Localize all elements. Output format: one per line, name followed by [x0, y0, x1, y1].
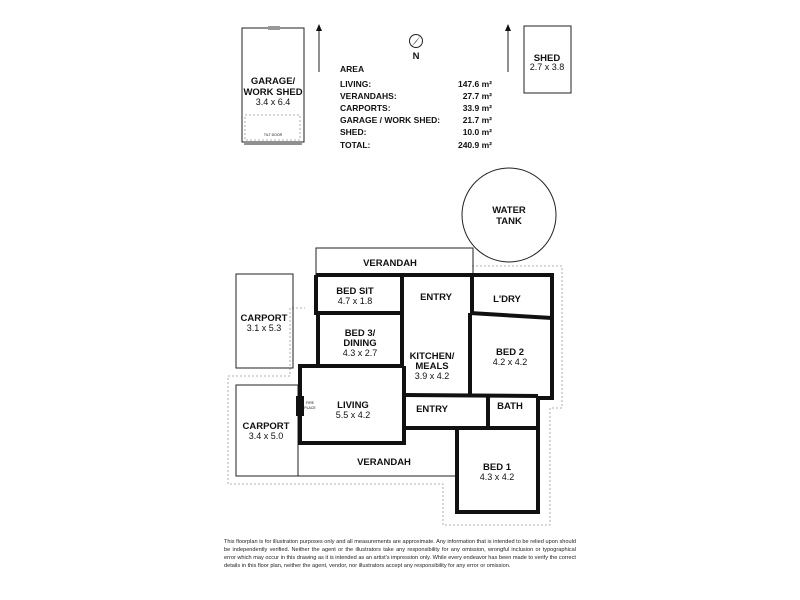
area-total-label: TOTAL:: [340, 140, 371, 150]
bed1-size: 4.3 x 4.2: [480, 472, 515, 482]
living-size: 5.5 x 4.2: [336, 410, 371, 420]
entry-lower-label: ENTRY: [416, 404, 449, 415]
water-tank-label-2: TANK: [496, 216, 522, 227]
area-title: AREA: [340, 64, 364, 74]
garage: GARAGE/ WORK SHED 3.4 x 6.4 TILT DOOR: [241, 26, 305, 145]
area-row-label: LIVING:: [340, 79, 371, 89]
area-row-value: 33.9 m²: [463, 103, 492, 113]
tilt-door-label: TILT DOOR: [264, 133, 283, 137]
bed-sit-size: 4.7 x 1.8: [338, 296, 373, 306]
carport-2-label: CARPORT: [243, 421, 290, 432]
carport-1-label: CARPORT: [241, 313, 288, 324]
area-row-value: 10.0 m²: [463, 127, 492, 137]
shed-label: SHED: [534, 53, 561, 64]
house-walls: [296, 273, 554, 514]
bed2-label: BED 2: [496, 347, 524, 358]
laundry-label: L'DRY: [493, 294, 521, 305]
disclaimer: This floorplan is for illustration purpo…: [224, 539, 576, 569]
area-row-label: VERANDAHS:: [340, 91, 397, 101]
area-row-value: 147.6 m²: [458, 79, 492, 89]
entry-top-label: ENTRY: [420, 292, 453, 303]
area-row-label: CARPORTS:: [340, 103, 391, 113]
garage-label: GARAGE/: [251, 76, 296, 87]
verandah-bottom-label: VERANDAH: [357, 457, 411, 468]
area-row-label: SHED:: [340, 127, 367, 137]
water-tank-label: WATER: [492, 205, 526, 216]
bed2-size: 4.2 x 4.2: [493, 357, 528, 367]
area-total-value: 240.9 m²: [458, 140, 492, 150]
area-table: AREA LIVING: 147.6 m² VERANDAHS: 27.7 m²…: [340, 64, 492, 150]
verandah-top-label: VERANDAH: [363, 258, 417, 269]
kitchen-size: 3.9 x 4.2: [415, 371, 450, 381]
area-row-value: 21.7 m²: [463, 115, 492, 125]
garage-size: 3.4 x 6.4: [256, 97, 291, 107]
living-label: LIVING: [337, 400, 369, 411]
bed1-label: BED 1: [483, 462, 512, 473]
kitchen-label: KITCHEN/: [410, 351, 455, 362]
north-compass-icon: N: [409, 34, 423, 62]
north-label: N: [413, 51, 420, 62]
arrow-up-icon: [316, 24, 322, 72]
arrow-up-icon: [505, 24, 511, 72]
kitchen-label-2: MEALS: [415, 361, 448, 372]
shed-size: 2.7 x 3.8: [530, 62, 565, 72]
carport-1-size: 3.1 x 5.3: [247, 323, 282, 333]
carport-2-size: 3.4 x 5.0: [249, 431, 284, 441]
bed-sit-label: BED SIT: [336, 286, 374, 297]
fireplace-label-2: PLACE: [304, 406, 316, 410]
area-row-label: GARAGE / WORK SHED:: [340, 115, 440, 125]
garage-label-2: WORK SHED: [243, 87, 302, 98]
water-tank: WATER TANK: [461, 167, 557, 263]
area-row-value: 27.7 m²: [463, 91, 492, 101]
bed3-label: BED 3/: [345, 328, 376, 339]
carport-1: [235, 273, 294, 369]
bed3-size: 4.3 x 2.7: [343, 348, 378, 358]
bed3-label-2: DINING: [343, 338, 376, 349]
fireplace-label: FIRE: [306, 401, 315, 405]
bath-label: BATH: [497, 401, 523, 412]
shed: SHED 2.7 x 3.8: [523, 25, 572, 94]
